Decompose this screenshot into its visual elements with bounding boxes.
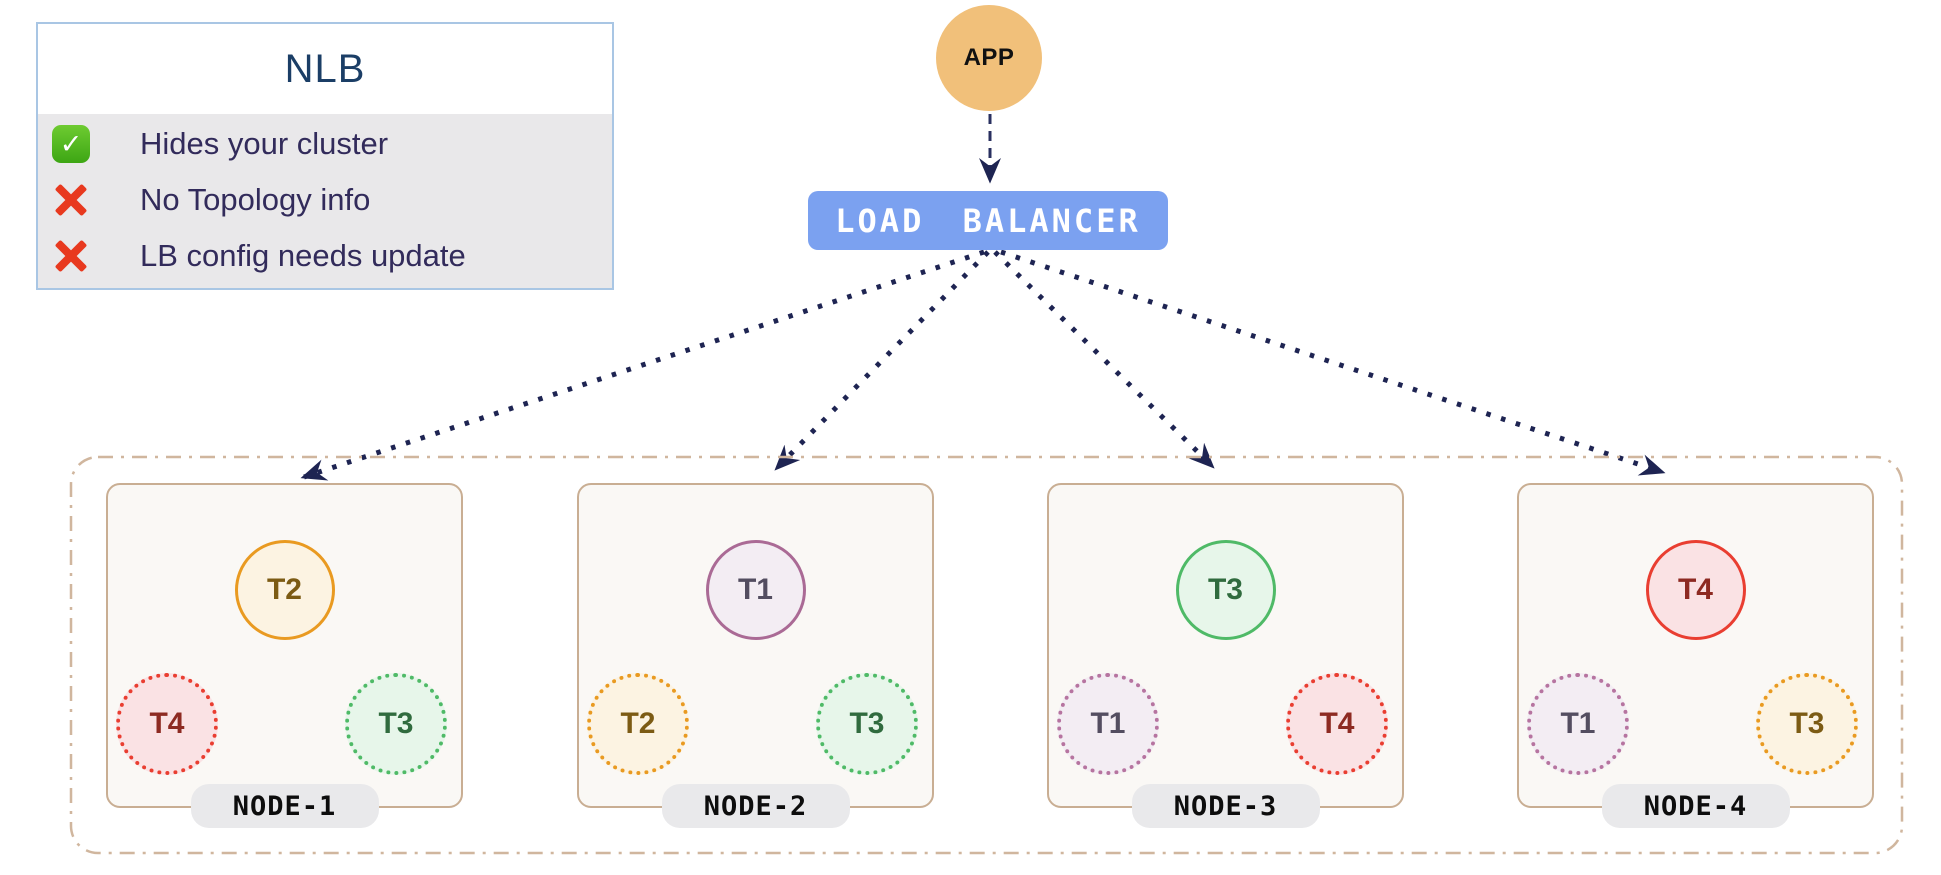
arrow-lb-to-node-4 [1000,249,1666,476]
check-icon: ✓ [52,125,90,164]
node-box-1: T2 T4 T3 NODE-1 [106,483,463,828]
arrow-lb-to-node-2 [774,250,990,471]
node-box-2: T1 T2 T3 NODE-2 [577,483,934,828]
legend-item: No Topology info [52,178,602,223]
arrow-lb-to-node-3 [993,250,1215,469]
legend-item-text: LB config needs update [140,237,466,273]
legend-item: LB config needs update [52,233,602,278]
legend-title: NLB [284,46,366,91]
node-label: NODE-4 [1601,784,1790,828]
node-box-4: T4 T1 T3 NODE-4 [1517,483,1874,828]
node-box-3: T3 T1 T4 NODE-3 [1047,483,1404,828]
tablet-circle-primary: T1 [705,540,806,640]
legend-item-text: Hides your cluster [140,126,389,162]
cross-icon [52,237,90,275]
tablet-circle-secondary: T3 [816,673,918,775]
node-label: NODE-2 [661,784,850,828]
load-balancer: LOAD BALANCER [808,191,1168,250]
tablet-circle-primary: T2 [234,540,335,640]
tablet-circle-secondary: T1 [1057,673,1159,775]
tablet-circle-secondary: T1 [1527,673,1629,775]
legend-item-text: No Topology info [140,182,371,217]
tablet-circle-primary: T3 [1175,540,1276,640]
node-label: NODE-1 [190,784,379,828]
node-label: NODE-3 [1131,784,1320,828]
tablet-circle-primary: T4 [1645,540,1746,640]
app-node: APP [936,5,1042,111]
tablet-circle-secondary: T3 [345,673,447,775]
tablet-circle-secondary: T3 [1756,673,1858,775]
tablet-circle-secondary: T4 [1286,673,1388,775]
legend-body: ✓ Hides your cluster No Topology info LB… [38,114,612,288]
cross-icon [52,181,90,219]
tablet-circle-secondary: T4 [116,673,218,775]
legend-panel: NLB ✓ Hides your cluster No Topology inf… [36,22,614,290]
tablet-circle-secondary: T2 [587,673,689,775]
legend-item: ✓ Hides your cluster [52,122,602,167]
